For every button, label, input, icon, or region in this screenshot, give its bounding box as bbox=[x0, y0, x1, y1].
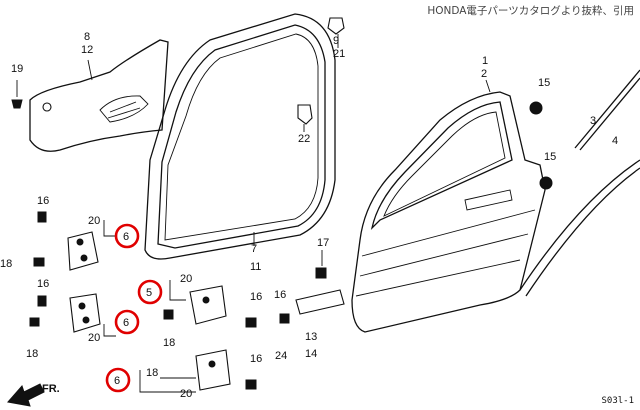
door-panel bbox=[351, 91, 546, 333]
callout: 18 bbox=[26, 348, 38, 360]
callout: 1 bbox=[482, 55, 488, 67]
insulator-sheet bbox=[29, 39, 169, 152]
callout: 20 bbox=[88, 332, 100, 344]
callout: 5 bbox=[146, 287, 152, 299]
callout: 24 bbox=[275, 350, 287, 362]
door-checker bbox=[279, 267, 345, 324]
callout: 14 bbox=[305, 348, 317, 360]
highlight-rings bbox=[105, 223, 163, 393]
callout: 15 bbox=[538, 77, 550, 89]
callout: 20 bbox=[88, 215, 100, 227]
callout: 15 bbox=[544, 151, 556, 163]
clip-22 bbox=[297, 104, 313, 132]
leader-lines bbox=[103, 220, 323, 393]
callout: 12 bbox=[81, 44, 93, 56]
source-credit: HONDA電子パーツカタログより抜粋、引用 bbox=[427, 5, 634, 17]
callout: 18 bbox=[146, 367, 158, 379]
hinge-upper-center bbox=[189, 285, 227, 325]
callout: 11 bbox=[250, 261, 261, 273]
callout: 18 bbox=[163, 337, 175, 349]
bolt-18b bbox=[29, 317, 40, 327]
callout: 20 bbox=[180, 273, 192, 285]
bolt-16a bbox=[37, 211, 47, 223]
callout: 16 bbox=[250, 353, 262, 365]
callout: 22 bbox=[298, 133, 310, 145]
callout: 2 bbox=[481, 68, 487, 80]
callout: 16 bbox=[37, 278, 49, 290]
callout: 16 bbox=[37, 195, 49, 207]
molding-4 bbox=[519, 159, 640, 297]
front-arrow-label: FR. bbox=[42, 383, 60, 395]
bumper-15b bbox=[539, 176, 553, 190]
bolt-16e bbox=[245, 379, 257, 390]
callout: 19 bbox=[11, 63, 23, 75]
callout-labels: 8 12 19 9 21 22 1 2 15 15 16 20 6 18 16 … bbox=[0, 31, 618, 400]
molding-3 bbox=[574, 69, 640, 151]
callout: 16 bbox=[250, 291, 262, 303]
callout: 16 bbox=[274, 289, 286, 301]
callout: 18 bbox=[0, 258, 12, 270]
callout: 6 bbox=[123, 317, 129, 329]
callout: 21 bbox=[333, 48, 345, 60]
front-arrow-icon bbox=[7, 383, 45, 407]
callout: 6 bbox=[123, 231, 129, 243]
callout: 20 bbox=[180, 388, 192, 400]
bumper-15a bbox=[529, 101, 543, 115]
hinge-upper-left bbox=[67, 231, 99, 271]
drawing-code: S03l-1 bbox=[601, 396, 634, 406]
callout: 4 bbox=[612, 135, 618, 147]
callout: 17 bbox=[317, 237, 329, 249]
callout: 9 bbox=[333, 35, 339, 47]
callout: 6 bbox=[114, 375, 120, 387]
callout: 8 bbox=[84, 31, 90, 43]
callout: 13 bbox=[305, 331, 317, 343]
callout: 3 bbox=[590, 115, 596, 127]
bolt-18c bbox=[163, 309, 174, 320]
hinge-lower-center bbox=[195, 349, 231, 391]
bolt-18a bbox=[33, 257, 45, 267]
clip-19 bbox=[11, 99, 23, 109]
bolt-16b bbox=[37, 295, 47, 307]
hinge-lower-left bbox=[69, 293, 101, 333]
bolt-16c bbox=[245, 317, 257, 328]
door-weatherstrip bbox=[144, 13, 336, 260]
callout: 7 bbox=[251, 243, 257, 255]
clip-9-21 bbox=[327, 17, 345, 48]
